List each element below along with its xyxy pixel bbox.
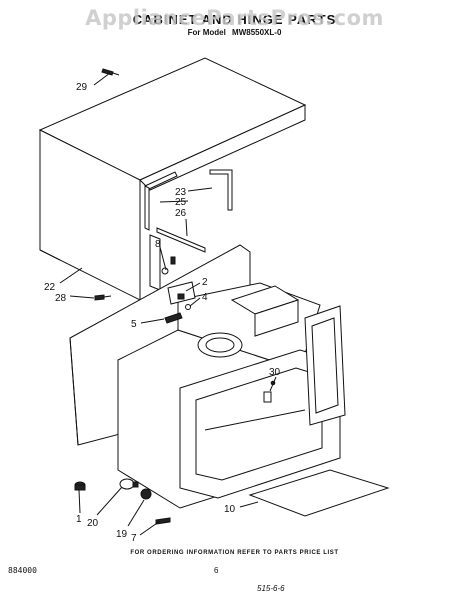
page-title: CABINET AND HINGE PARTS <box>132 12 337 27</box>
document-code: 884000 <box>8 566 37 575</box>
bulb-20 <box>119 478 139 490</box>
callout-25: 25 <box>175 197 187 208</box>
callout-7: 7 <box>131 533 137 544</box>
clip-8 <box>161 256 176 275</box>
foot-1 <box>74 481 86 491</box>
page-number: 6 <box>214 566 219 575</box>
floor-plate <box>248 469 390 517</box>
print-code: 515-6-6 <box>257 584 285 593</box>
callout-28: 28 <box>55 293 67 304</box>
leader-lines <box>59 72 277 536</box>
screw-29 <box>101 68 120 76</box>
callout-29: 29 <box>76 82 88 93</box>
screw-28 <box>94 294 112 301</box>
callout-20: 20 <box>87 518 99 529</box>
model-line: For Model MW8550XL-0 <box>0 28 469 37</box>
hinge-pin-5 <box>164 312 183 324</box>
callout-8: 8 <box>155 239 161 250</box>
callout-30: 30 <box>269 367 281 378</box>
model-number: MW8550XL-0 <box>232 28 282 37</box>
ordering-note: FOR ORDERING INFORMATION REFER TO PARTS … <box>130 550 339 556</box>
callout-5: 5 <box>131 319 137 330</box>
spring-4 <box>185 304 191 310</box>
callout-4: 4 <box>202 292 208 303</box>
hinge-bracket-2 <box>167 281 196 305</box>
watermark-text: AppliancePartsPros.com <box>85 6 384 30</box>
clip-7 <box>155 517 171 525</box>
callout-22: 22 <box>44 282 56 293</box>
callout-10: 10 <box>224 504 236 515</box>
vent-panel <box>304 305 346 426</box>
callout-23: 23 <box>175 187 187 198</box>
callout-19: 19 <box>116 529 128 540</box>
front-frame <box>179 349 341 499</box>
callout-2: 2 <box>202 277 208 288</box>
callout-1: 1 <box>76 514 82 525</box>
socket-19 <box>140 488 152 500</box>
outer-cabinet <box>38 57 307 301</box>
callout-26: 26 <box>175 208 187 219</box>
model-prefix: For Model <box>187 28 226 37</box>
